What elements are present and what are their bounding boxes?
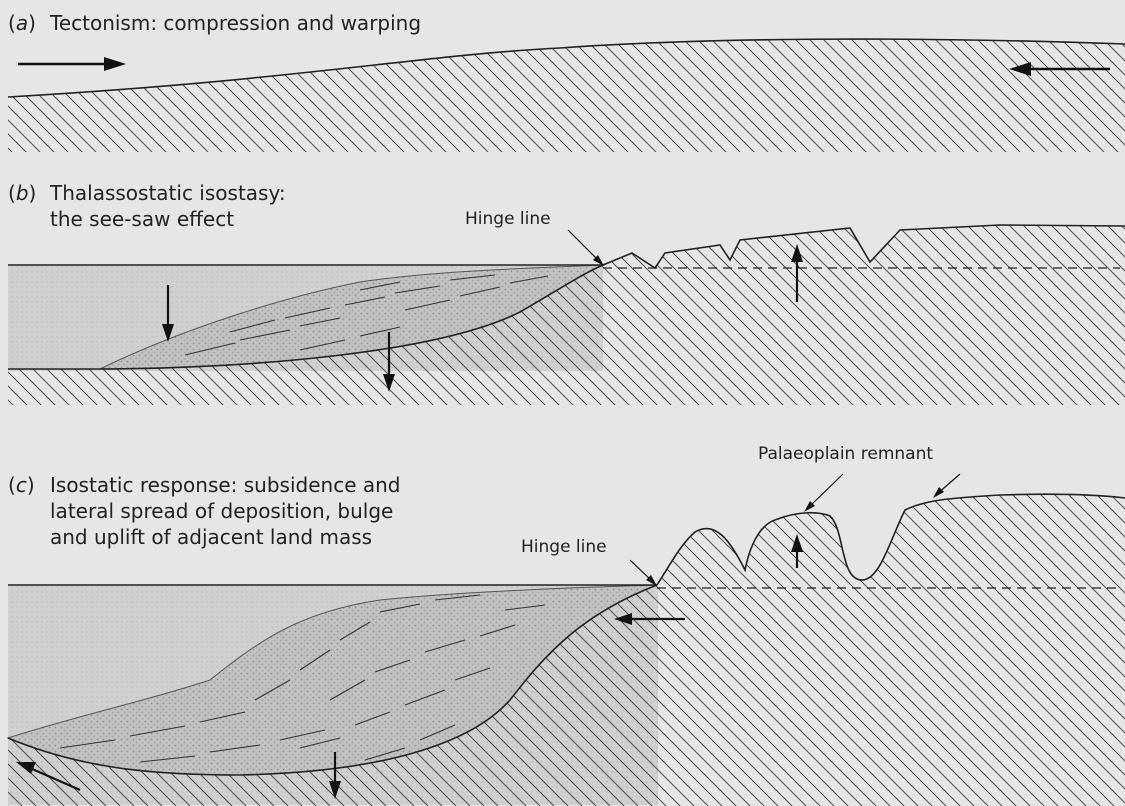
arrow-compression-left [18, 57, 126, 71]
panel-c-letter: c [16, 473, 27, 497]
panel-c-caption-line2: lateral spread of deposition, bulge [8, 498, 401, 524]
panel-a-caption: (a)Tectonism: compression and warping [8, 10, 421, 36]
panel-b-caption-line1: Thalassostatic isostasy: [50, 181, 286, 205]
panel-b-letter: b [16, 181, 29, 205]
panel-a-caption-text: Tectonism: compression and warping [50, 11, 421, 35]
panel-b-hinge-label: Hinge line [465, 209, 551, 229]
panel-b-caption: (b)Thalassostatic isostasy: the see-saw … [8, 180, 286, 232]
panel-c-hinge-label: Hinge line [521, 537, 607, 557]
panel-c-hinge-pointer [630, 560, 657, 586]
panel-b-caption-line2: the see-saw effect [8, 206, 286, 232]
panel-a-crust [8, 39, 1125, 152]
panel-c-caption-line1: Isostatic response: subsidence and [50, 473, 401, 497]
panel-c-remnant-pointer-1 [804, 474, 843, 512]
panel-b-hinge-pointer [568, 230, 604, 266]
panel-c-remnant-label: Palaeoplain remnant [758, 444, 933, 464]
panel-a-section [8, 39, 1125, 152]
panel-c-remnant-pointer-2 [933, 474, 960, 498]
panel-a-letter: a [16, 11, 28, 35]
panel-b-section [8, 225, 1125, 405]
panel-c-caption: (c)Isostatic response: subsidence and la… [8, 472, 401, 550]
panel-c-caption-line3: and uplift of adjacent land mass [8, 524, 401, 550]
